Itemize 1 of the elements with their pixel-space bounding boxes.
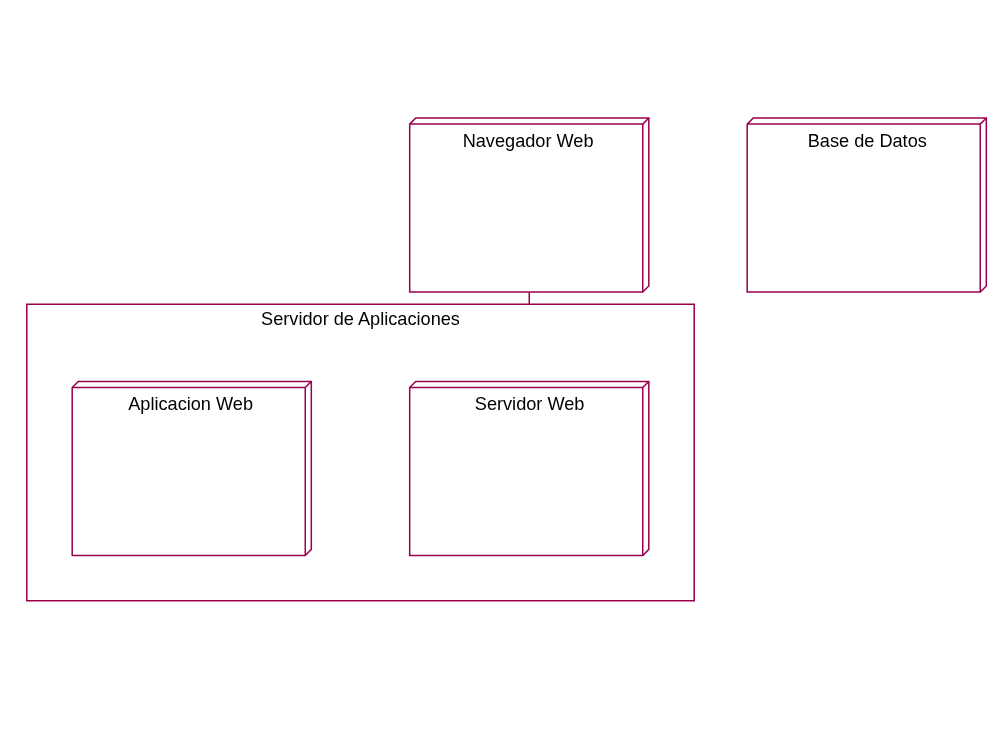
connector	[528, 291, 530, 305]
